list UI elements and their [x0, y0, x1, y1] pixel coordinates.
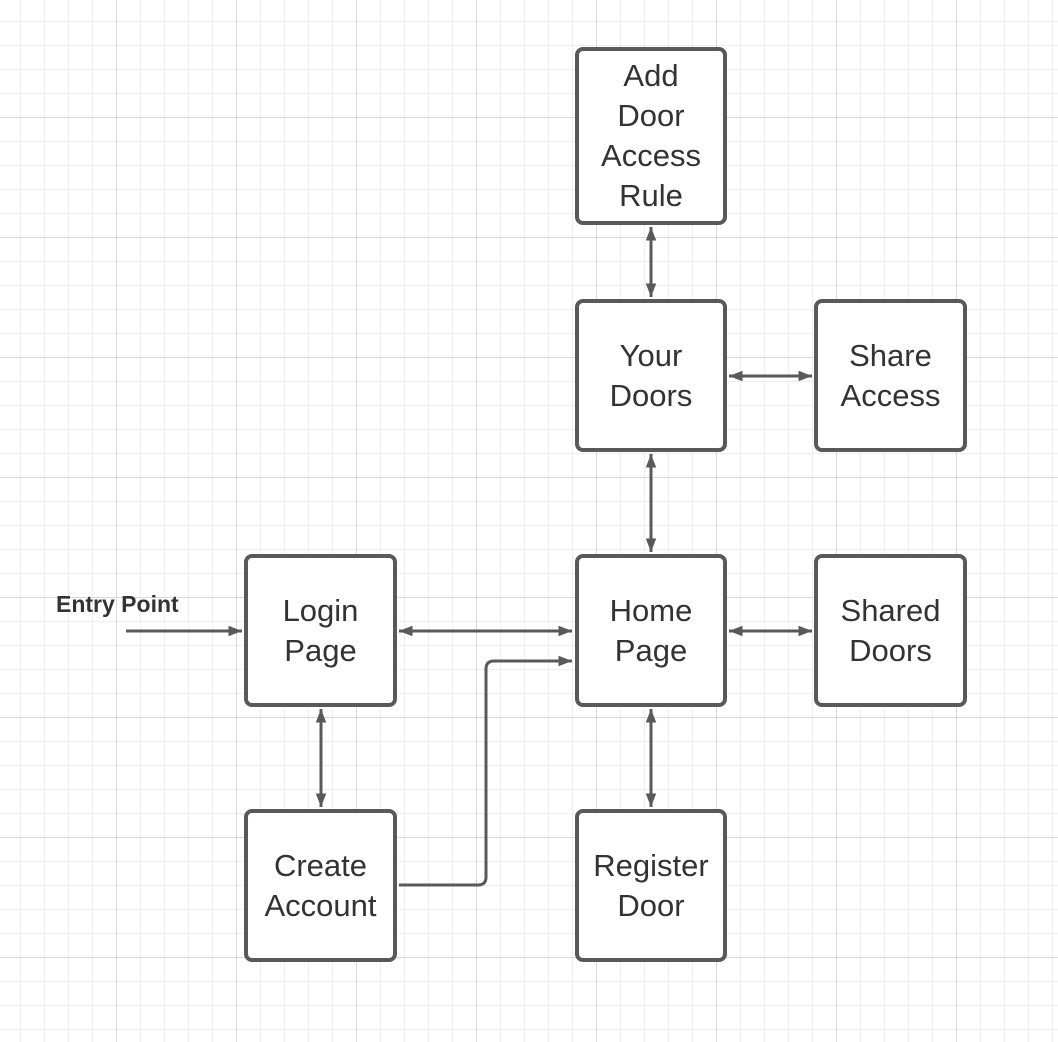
- edge-create-account-to-home: [399, 655, 572, 887]
- node-login-page[interactable]: Login Page: [244, 554, 397, 707]
- node-label: Login Page: [282, 592, 359, 668]
- node-label: Register Door: [593, 847, 709, 923]
- node-label: Home Page: [609, 592, 693, 668]
- node-home-page[interactable]: Home Page: [575, 554, 727, 707]
- node-label: Your Doors: [609, 337, 693, 413]
- node-share-access[interactable]: Share Access: [814, 299, 967, 452]
- node-your-doors[interactable]: Your Doors: [575, 299, 727, 452]
- node-label: Share Access: [840, 337, 941, 413]
- node-shared-doors[interactable]: Shared Doors: [814, 554, 967, 707]
- entry-point-label: Entry Point: [56, 591, 179, 617]
- node-register-door[interactable]: Register Door: [575, 809, 727, 962]
- node-label: Add Door Access Rule: [601, 58, 701, 213]
- node-add-door-access-rule[interactable]: Add Door Access Rule: [575, 47, 727, 225]
- node-create-account[interactable]: Create Account: [244, 809, 397, 962]
- node-label: Shared Doors: [840, 592, 941, 668]
- node-label: Create Account: [264, 847, 377, 923]
